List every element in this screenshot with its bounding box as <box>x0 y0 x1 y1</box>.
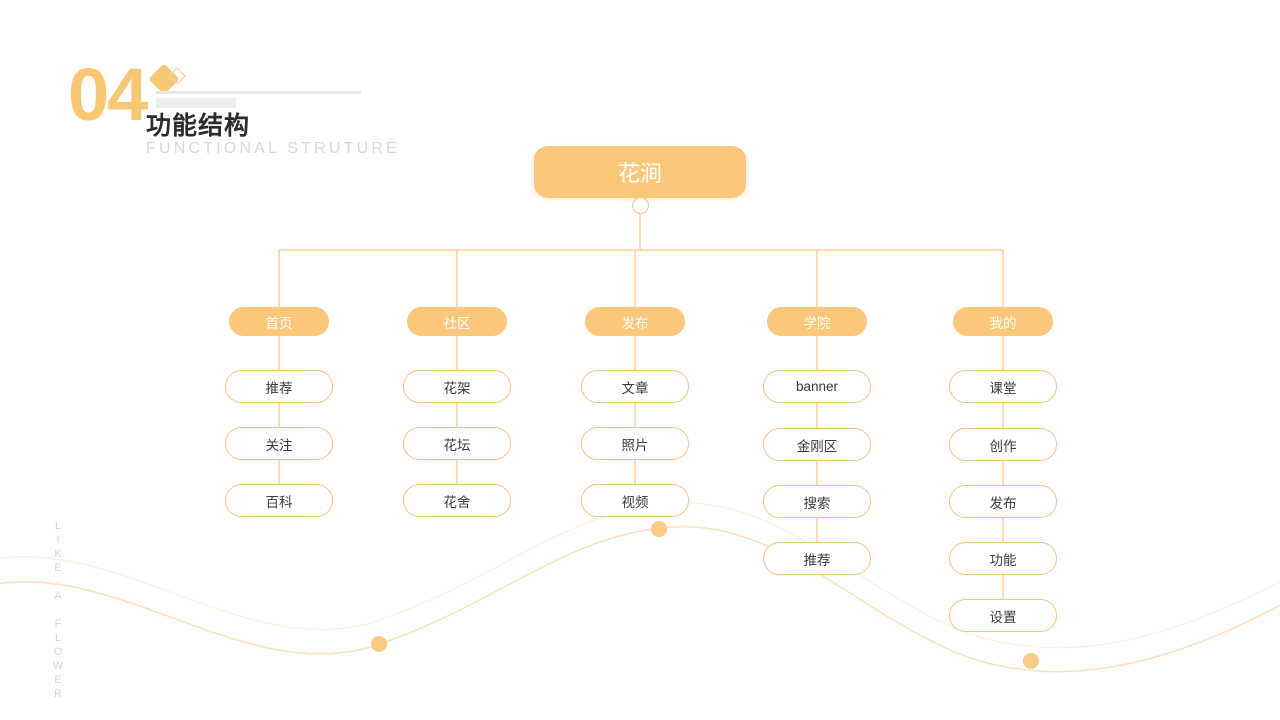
node-category-mine[interactable]: 我的 <box>953 307 1053 336</box>
node-leaf-mine-4[interactable]: 功能 <box>949 542 1057 575</box>
node-leaf-mine-1[interactable]: 课堂 <box>949 370 1057 403</box>
node-leaf-academy-4[interactable]: 推荐 <box>763 542 871 575</box>
node-leaf-community-3[interactable]: 花舍 <box>403 484 511 517</box>
node-category-home[interactable]: 首页 <box>229 307 329 336</box>
node-leaf-academy-1[interactable]: banner <box>763 370 871 403</box>
page-title: 功能结构 <box>146 112 251 140</box>
section-number: 04 <box>68 53 148 136</box>
node-category-publish[interactable]: 发布 <box>585 307 685 336</box>
node-leaf-community-2[interactable]: 花坛 <box>403 427 511 460</box>
diamond-outline-icon <box>168 67 186 85</box>
root-connector-knob <box>632 197 649 214</box>
node-leaf-home-1[interactable]: 推荐 <box>225 370 333 403</box>
node-leaf-publish-3[interactable]: 视频 <box>581 484 689 517</box>
node-leaf-academy-3[interactable]: 搜索 <box>763 485 871 518</box>
section-header: 04 功能结构 FUNCTIONAL STRUTURE <box>68 58 488 173</box>
node-leaf-community-1[interactable]: 花架 <box>403 370 511 403</box>
node-leaf-mine-3[interactable]: 发布 <box>949 485 1057 518</box>
page-subtitle: FUNCTIONAL STRUTURE <box>146 140 400 157</box>
node-leaf-publish-1[interactable]: 文章 <box>581 370 689 403</box>
node-category-community[interactable]: 社区 <box>407 307 507 336</box>
node-leaf-home-3[interactable]: 百科 <box>225 484 333 517</box>
side-label: LIKE A FLOWER <box>52 520 64 702</box>
node-leaf-academy-2[interactable]: 金刚区 <box>763 428 871 461</box>
node-leaf-home-2[interactable]: 关注 <box>225 427 333 460</box>
node-leaf-publish-2[interactable]: 照片 <box>581 427 689 460</box>
node-category-academy[interactable]: 学院 <box>767 307 867 336</box>
node-leaf-mine-5[interactable]: 设置 <box>949 599 1057 632</box>
node-root[interactable]: 花涧 <box>534 146 746 198</box>
header-rule-thick <box>156 98 236 108</box>
node-leaf-mine-2[interactable]: 创作 <box>949 428 1057 461</box>
header-rule-thin <box>156 91 361 94</box>
